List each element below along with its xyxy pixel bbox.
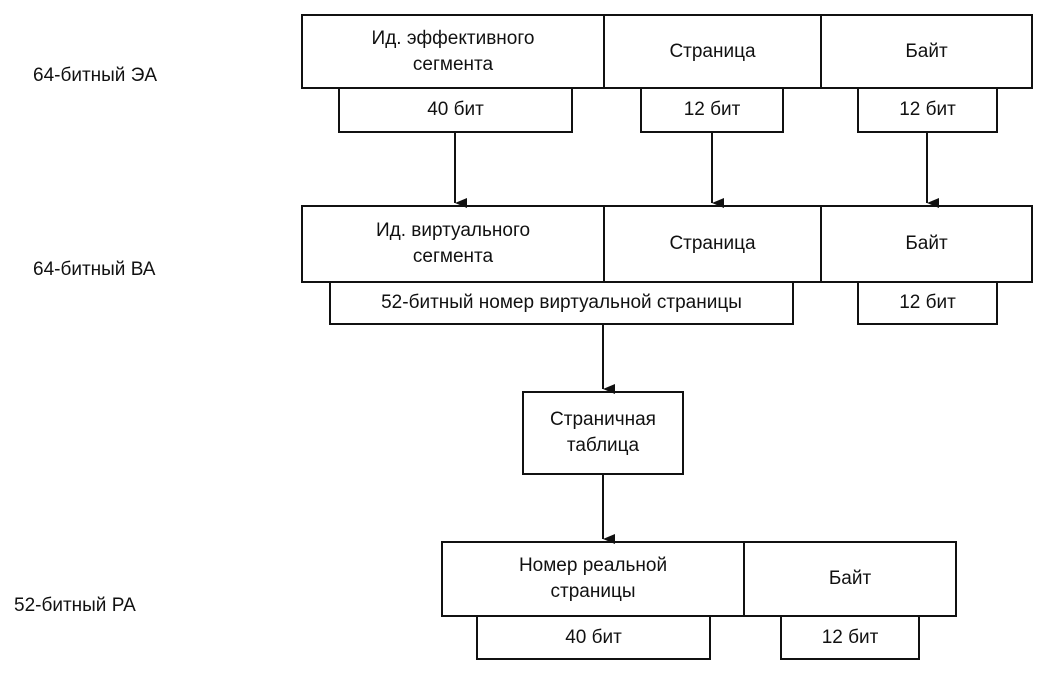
ra-real-page-bits-box: 40 бит [476,615,711,660]
va-vpn-box: 52-битный номер виртуальной страницы [329,281,794,325]
ra-byte-bits-box: 12 бит [780,615,920,660]
ea-segment-bits-box: 40 бит [338,87,573,133]
ra-real-page-box: Номер реальной страницы [441,541,745,617]
va-label: 64-битный ВА [33,259,156,280]
ea-byte-box: Байт [820,14,1033,89]
page-table-box: Страничная таблица [522,391,684,475]
va-byte-box: Байт [820,205,1033,283]
ea-page-bits-box: 12 бит [640,87,784,133]
va-page-box: Страница [603,205,822,283]
ra-byte-box: Байт [743,541,957,617]
ea-page-box: Страница [603,14,822,89]
ra-label: 52-битный РА [14,595,136,616]
va-byte-bits-box: 12 бит [857,281,998,325]
ea-byte-bits-box: 12 бит [857,87,998,133]
va-segment-id-box: Ид. виртуального сегмента [301,205,605,283]
ea-label: 64-битный ЭА [33,65,158,86]
